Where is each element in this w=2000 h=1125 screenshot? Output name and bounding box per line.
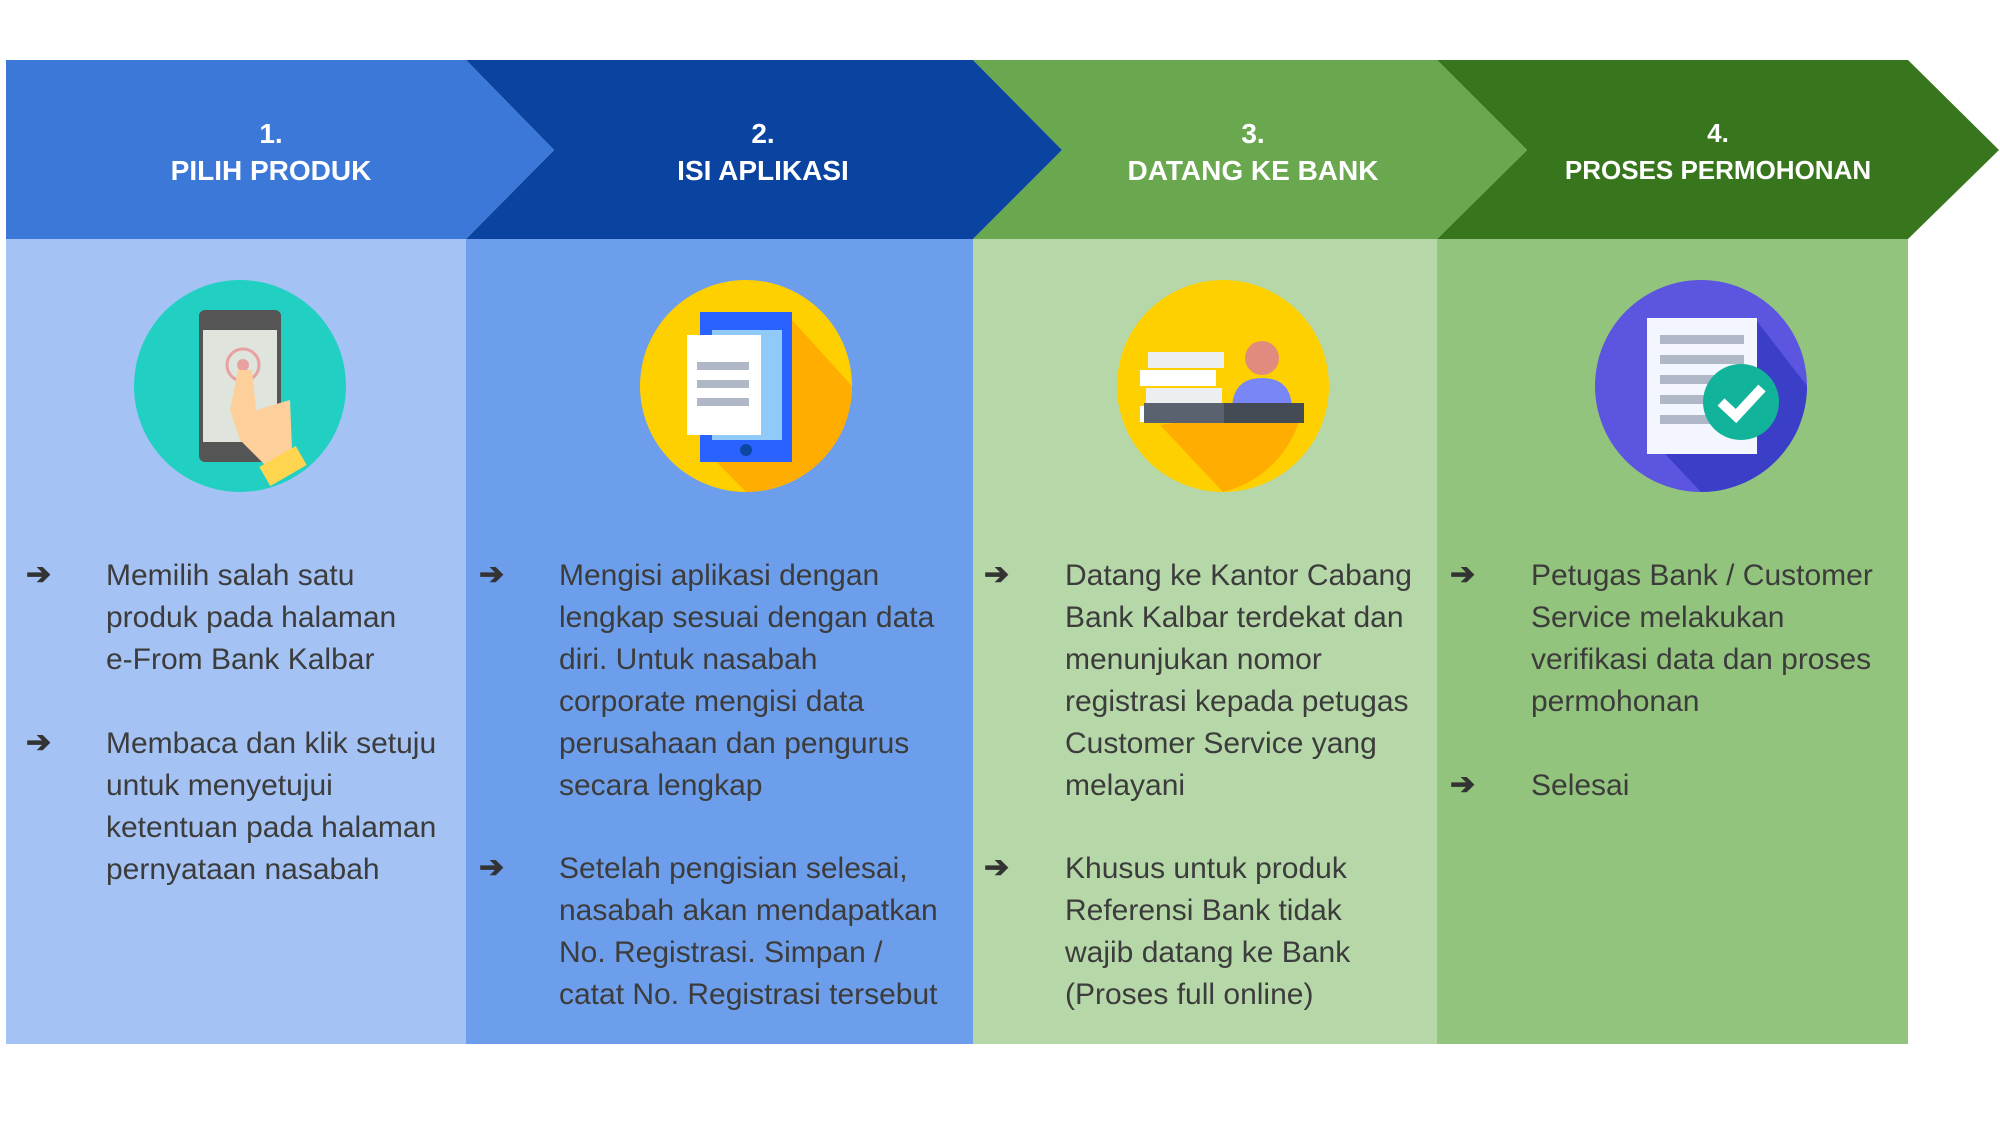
description-line: diri. Untuk nasabah [559, 643, 818, 676]
description-line: ketentuan pada halaman [106, 811, 437, 844]
description-line: Petugas Bank / Customer [1531, 559, 1873, 592]
step1-chevron [6, 60, 554, 239]
arrow-right-icon: ➔ [479, 851, 505, 884]
description-line: Bank Kalbar terdekat dan [1065, 601, 1404, 634]
phone-touch-icon [134, 280, 346, 492]
description-line: e-From Bank Kalbar [106, 643, 375, 676]
step-2-description: Setelah pengisian selesai, nasabah akan m… [559, 848, 938, 1016]
step2-chevron [466, 60, 1062, 239]
description-line: produk pada halaman [106, 601, 397, 634]
arrow-right-icon: ➔ [1450, 768, 1476, 801]
arrow-right-icon: ➔ [26, 726, 52, 759]
description-line: wajib datang ke Bank [1065, 936, 1351, 969]
arrow-right-icon: ➔ [984, 851, 1010, 884]
description-line: melayani [1065, 769, 1186, 802]
step-number: 1. [259, 118, 283, 149]
step-title: PROSES PERMOHONAN [1564, 155, 1872, 185]
description-line: Referensi Bank tidak [1065, 894, 1342, 927]
description-line: perusahaan dan pengurus [559, 727, 910, 760]
step4-chevron [1437, 60, 1999, 239]
step-1-description: Membaca dan klik setuju untuk menyetujui k… [106, 723, 436, 891]
description-line: Selesai [1531, 769, 1630, 802]
step3-header: 3. DATANG KE BANK [1053, 115, 1453, 189]
description-line: (Proses full online) [1065, 978, 1314, 1011]
description-line: Service melakukan [1531, 601, 1785, 634]
step-number: 2. [751, 118, 775, 149]
step-title: PILIH PRODUK [170, 155, 372, 186]
arrow-right-icon: ➔ [26, 558, 52, 591]
step-4-description: Selesai [1531, 765, 1629, 807]
description-line: permohonan [1531, 685, 1700, 718]
description-line: nasabah akan mendapatkan [559, 894, 938, 927]
step-2-description: Mengisi aplikasi dengan lengkap sesuai de… [559, 555, 934, 807]
step3-chevron [973, 60, 1527, 239]
bank-teller-icon [1117, 280, 1329, 492]
step4-header: 4. PROSES PERMOHONAN [1518, 115, 1918, 189]
description-line: No. Registrasi. Simpan / [559, 936, 883, 969]
description-line: secara lengkap [559, 769, 763, 802]
step-title: DATANG KE BANK [1127, 155, 1379, 186]
step-title: ISI APLIKASI [677, 155, 849, 186]
description-line: untuk menyetujui [106, 769, 333, 802]
description-line: Membaca dan klik setuju [106, 727, 437, 760]
step-1-description: Memilih salah satu produk pada halaman e-F… [106, 555, 396, 681]
step-number: 4. [1707, 118, 1729, 148]
description-line: verifikasi data dan proses [1531, 643, 1872, 676]
description-line: Khusus untuk produk [1065, 852, 1347, 885]
step1-header: 1. PILIH PRODUK [71, 115, 471, 189]
description-line: Datang ke Kantor Cabang [1065, 559, 1412, 592]
description-line: catat No. Registrasi tersebut [559, 978, 938, 1011]
description-line: Customer Service yang [1065, 727, 1377, 760]
step-number: 3. [1241, 118, 1265, 149]
description-line: corporate mengisi data [559, 685, 865, 718]
arrow-right-icon: ➔ [1450, 558, 1476, 591]
description-line: registrasi kepada petugas [1065, 685, 1409, 718]
arrow-right-icon: ➔ [984, 558, 1010, 591]
step2-header: 2. ISI APLIKASI [563, 115, 963, 189]
document-tablet-icon [640, 280, 852, 492]
document-check-icon [1595, 280, 1807, 492]
description-line: Setelah pengisian selesai, [559, 852, 908, 885]
description-line: menunjukan nomor [1065, 643, 1322, 676]
description-line: pernyataan nasabah [106, 853, 380, 886]
arrow-right-icon: ➔ [479, 558, 505, 591]
description-line: lengkap sesuai dengan data [559, 601, 935, 634]
description-line: Memilih salah satu [106, 559, 355, 592]
description-line: Mengisi aplikasi dengan [559, 559, 880, 592]
